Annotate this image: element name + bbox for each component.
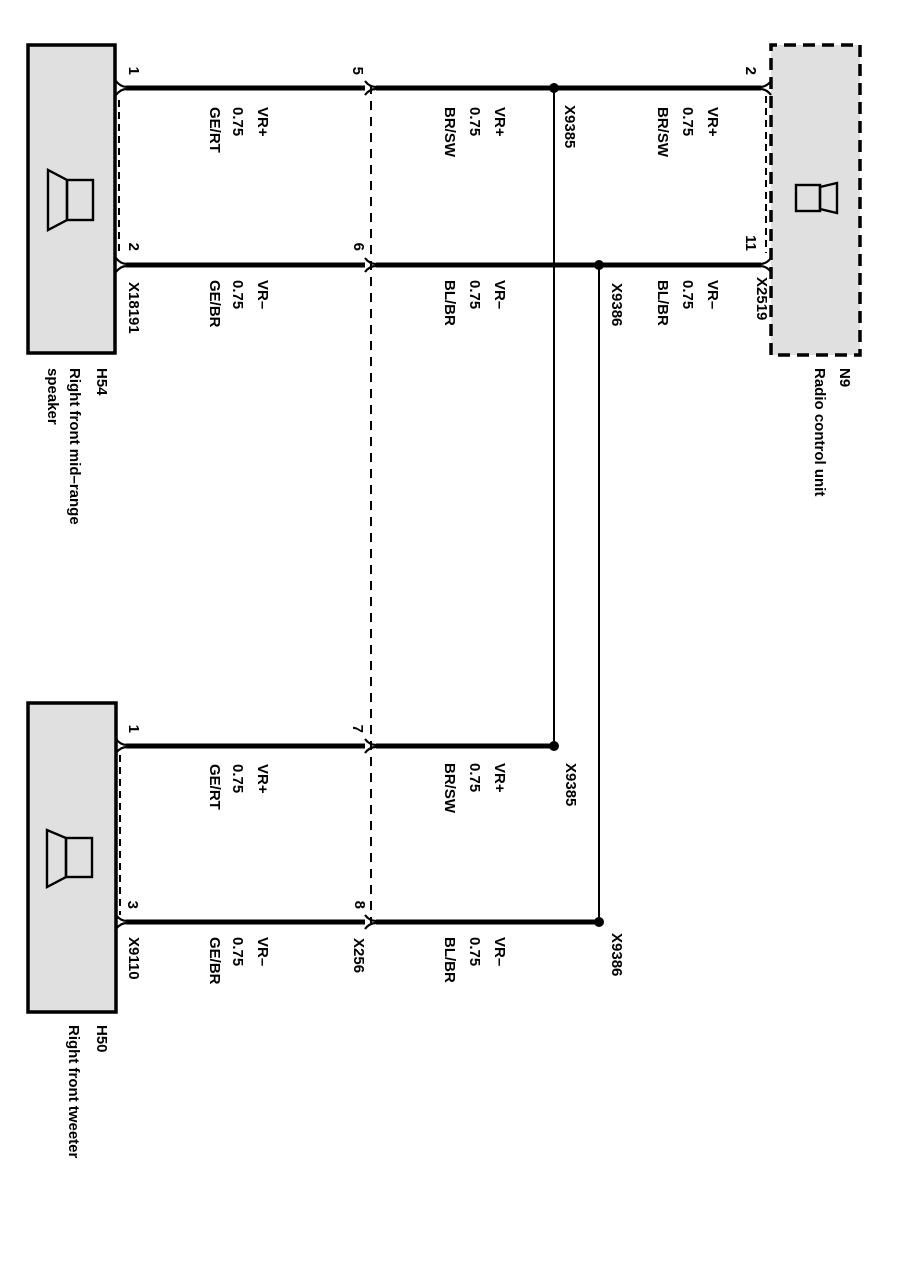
connector-name-x18191: X18191 bbox=[125, 282, 142, 334]
wire-size: 0.75 bbox=[229, 280, 246, 309]
wire-color: BR/SW bbox=[441, 107, 458, 158]
wire-signal: VR+ bbox=[254, 764, 271, 794]
wire-size: 0.75 bbox=[466, 937, 483, 966]
device-code: H50 bbox=[93, 1025, 110, 1053]
wire-size: 0.75 bbox=[229, 937, 246, 966]
junction-name-x9385: X9385 bbox=[562, 763, 579, 806]
pin-symbol-x256-8 bbox=[364, 914, 377, 930]
wire-size: 0.75 bbox=[679, 280, 696, 309]
wire-color: GE/RT bbox=[206, 764, 223, 810]
speaker-icon bbox=[46, 168, 95, 232]
connector-name-x2519: X2519 bbox=[753, 277, 770, 320]
junction-dot-x9386 bbox=[594, 917, 604, 927]
wire-signal: VR– bbox=[491, 280, 508, 309]
junction-name-x9386: X9386 bbox=[608, 933, 625, 976]
device-code: N9 bbox=[836, 368, 853, 387]
wire-color: BL/BR bbox=[654, 280, 671, 326]
pin-number: 11 bbox=[742, 235, 759, 251]
pin-number: 5 bbox=[349, 67, 366, 75]
tweeter-box bbox=[26, 701, 118, 1014]
wire-signal: VR– bbox=[704, 280, 721, 309]
wire-signal: VR+ bbox=[704, 107, 721, 137]
speaker-icon bbox=[45, 828, 94, 889]
wire-size: 0.75 bbox=[466, 280, 483, 309]
pin-symbol-x256-7 bbox=[364, 738, 377, 754]
wire-size: 0.75 bbox=[229, 764, 246, 793]
pin-number: 6 bbox=[350, 243, 367, 251]
pin-number: 7 bbox=[349, 725, 366, 733]
junction-dot-x9385 bbox=[549, 741, 559, 751]
pin-number: 2 bbox=[742, 67, 759, 75]
pin-number: 3 bbox=[124, 901, 141, 909]
wire-color: BL/BR bbox=[441, 280, 458, 326]
wire-signal: VR– bbox=[491, 937, 508, 966]
pin-number: 1 bbox=[125, 725, 142, 733]
pin-symbol-h50-3 bbox=[115, 914, 128, 930]
wire-signal: VR+ bbox=[491, 107, 508, 137]
pin-symbol-h50-1 bbox=[115, 738, 128, 754]
pin-number: 8 bbox=[351, 901, 368, 909]
wire-color: BL/BR bbox=[441, 937, 458, 983]
device-code: H54 bbox=[93, 368, 110, 396]
pin-symbol-x256-6 bbox=[364, 257, 377, 273]
wire-signal: VR– bbox=[254, 280, 271, 309]
radio-unit-icon bbox=[794, 181, 839, 215]
wire-signal: VR– bbox=[254, 937, 271, 966]
junction-name-x9385: X9385 bbox=[561, 105, 578, 148]
pin-symbol-n9-2 bbox=[759, 80, 772, 96]
device-name: Right front mid–range bbox=[66, 368, 83, 525]
wire-size: 0.75 bbox=[679, 107, 696, 136]
junction-dot-x9385 bbox=[549, 83, 559, 93]
wire-size: 0.75 bbox=[466, 763, 483, 792]
pin-symbol-n9-11 bbox=[759, 257, 772, 273]
wire-size: 0.75 bbox=[229, 107, 246, 136]
connector-name-x256: X256 bbox=[350, 938, 367, 973]
junction-name-x9386: X9386 bbox=[608, 283, 625, 326]
wire-color: GE/RT bbox=[206, 107, 223, 153]
pin-number: 2 bbox=[125, 243, 142, 251]
device-name: Radio control unit bbox=[811, 368, 828, 496]
mid-range-speaker-box bbox=[26, 43, 117, 355]
pin-symbol-h54-2 bbox=[115, 257, 128, 273]
junction-dot-x9386 bbox=[594, 260, 604, 270]
device-name: speaker bbox=[44, 368, 61, 425]
wire-color: BR/SW bbox=[441, 763, 458, 814]
wire-size: 0.75 bbox=[466, 107, 483, 136]
pin-number: 1 bbox=[125, 67, 142, 75]
wire-signal: VR+ bbox=[254, 107, 271, 137]
device-name: Right front tweeter bbox=[65, 1025, 82, 1158]
radio-control-unit-box bbox=[769, 43, 862, 357]
connector-name-x9110: X9110 bbox=[125, 937, 142, 980]
pin-symbol-x256-5 bbox=[364, 80, 377, 96]
wire-color: GE/BR bbox=[206, 280, 223, 328]
wire-color: BR/SW bbox=[654, 107, 671, 158]
pin-symbol-h54-1 bbox=[115, 80, 128, 96]
wire-color: GE/BR bbox=[206, 937, 223, 985]
wire-signal: VR+ bbox=[491, 763, 508, 793]
